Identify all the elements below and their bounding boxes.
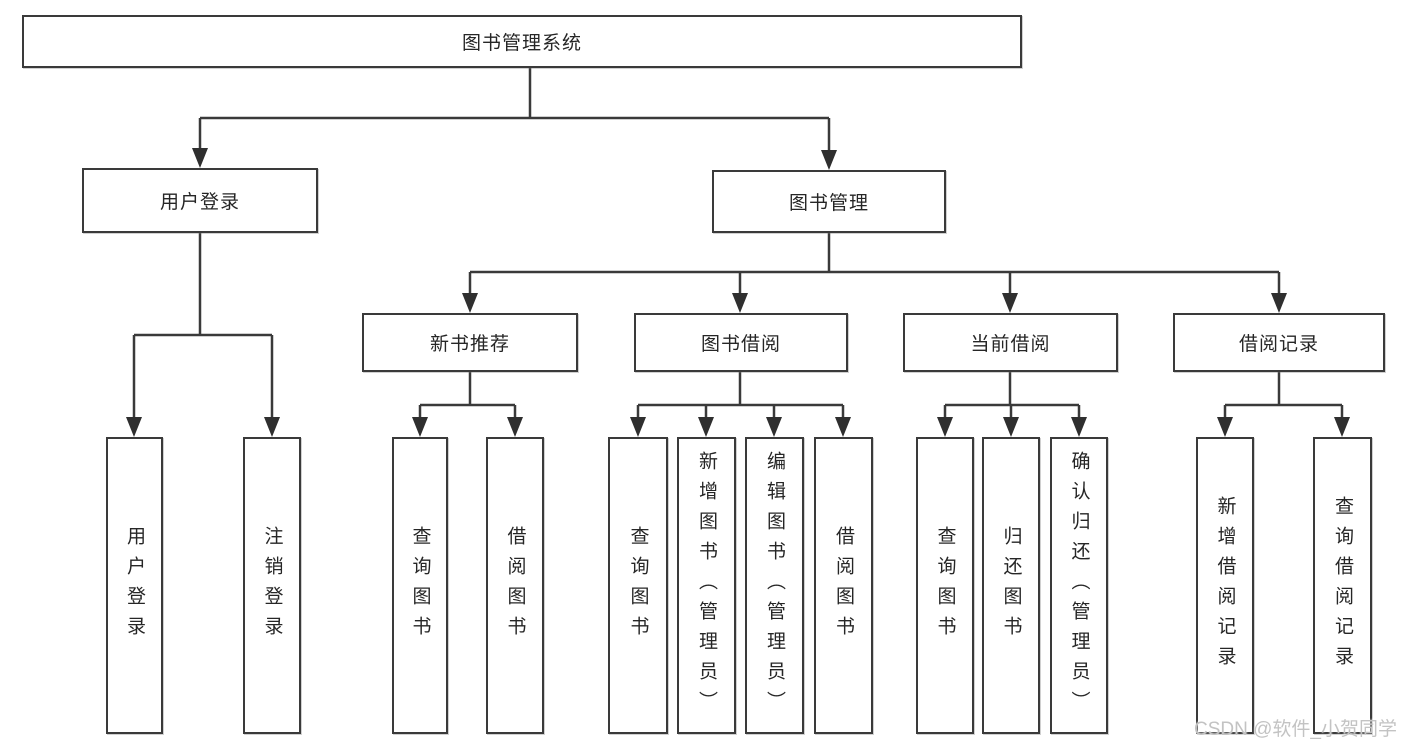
leaf-add-borrow-record-label: 新增借阅记录: [1214, 495, 1236, 676]
node-user-login-label: 用户登录: [159, 192, 240, 213]
leaf-user-login-label: 用户登录: [124, 525, 145, 646]
node-book-management-label: 图书管理: [788, 193, 869, 214]
leaf-query-books-borrowing: 查询图书: [608, 437, 668, 734]
leaf-query-books-current-label: 查询图书: [934, 525, 956, 646]
node-new-book-recommend-label: 新书推荐: [429, 334, 510, 355]
leaf-borrow-books: 借阅图书: [814, 437, 873, 734]
node-book-borrowing: 图书借阅: [634, 313, 848, 372]
node-borrowing-records: 借阅记录: [1173, 313, 1385, 372]
leaf-logout: 注销登录: [243, 437, 301, 734]
leaf-borrow-books-recommend-label: 借阅图书: [504, 525, 526, 646]
leaf-logout-label: 注销登录: [261, 525, 283, 646]
watermark: CSDN @软件_小贺同学: [1194, 719, 1397, 740]
leaf-add-borrow-record: 新增借阅记录: [1196, 437, 1254, 734]
leaf-confirm-return-admin-label: 确认归还（管理员）: [1068, 450, 1090, 721]
node-book-borrowing-label: 图书借阅: [700, 334, 781, 355]
node-current-borrowing-label: 当前借阅: [970, 334, 1051, 355]
node-borrowing-records-label: 借阅记录: [1238, 334, 1319, 355]
leaf-query-books-current: 查询图书: [916, 437, 974, 734]
leaf-query-borrow-record: 查询借阅记录: [1313, 437, 1372, 734]
leaf-return-books: 归还图书: [982, 437, 1040, 734]
node-root: 图书管理系统: [22, 15, 1022, 68]
node-book-management: 图书管理: [712, 170, 946, 233]
leaf-borrow-books-label: 借阅图书: [833, 525, 854, 646]
arrowheads: [126, 148, 1350, 437]
leaf-add-book-admin-label: 新增图书（管理员）: [696, 450, 717, 721]
node-new-book-recommend: 新书推荐: [362, 313, 578, 372]
leaf-query-books-borrowing-label: 查询图书: [627, 525, 649, 646]
node-current-borrowing: 当前借阅: [903, 313, 1118, 372]
leaf-user-login: 用户登录: [106, 437, 163, 734]
leaf-edit-book-admin: 编辑图书（管理员）: [745, 437, 804, 734]
node-root-label: 图书管理系统: [461, 33, 582, 54]
leaf-edit-book-admin-label: 编辑图书（管理员）: [764, 450, 785, 721]
leaf-query-borrow-record-label: 查询借阅记录: [1332, 495, 1353, 676]
node-user-login: 用户登录: [82, 168, 318, 233]
leaf-borrow-books-recommend: 借阅图书: [486, 437, 544, 734]
leaf-confirm-return-admin: 确认归还（管理员）: [1050, 437, 1108, 734]
leaf-return-books-label: 归还图书: [1000, 525, 1022, 646]
leaf-add-book-admin: 新增图书（管理员）: [677, 437, 736, 734]
leaf-query-books-recommend: 查询图书: [392, 437, 448, 734]
leaf-query-books-recommend-label: 查询图书: [409, 525, 431, 646]
